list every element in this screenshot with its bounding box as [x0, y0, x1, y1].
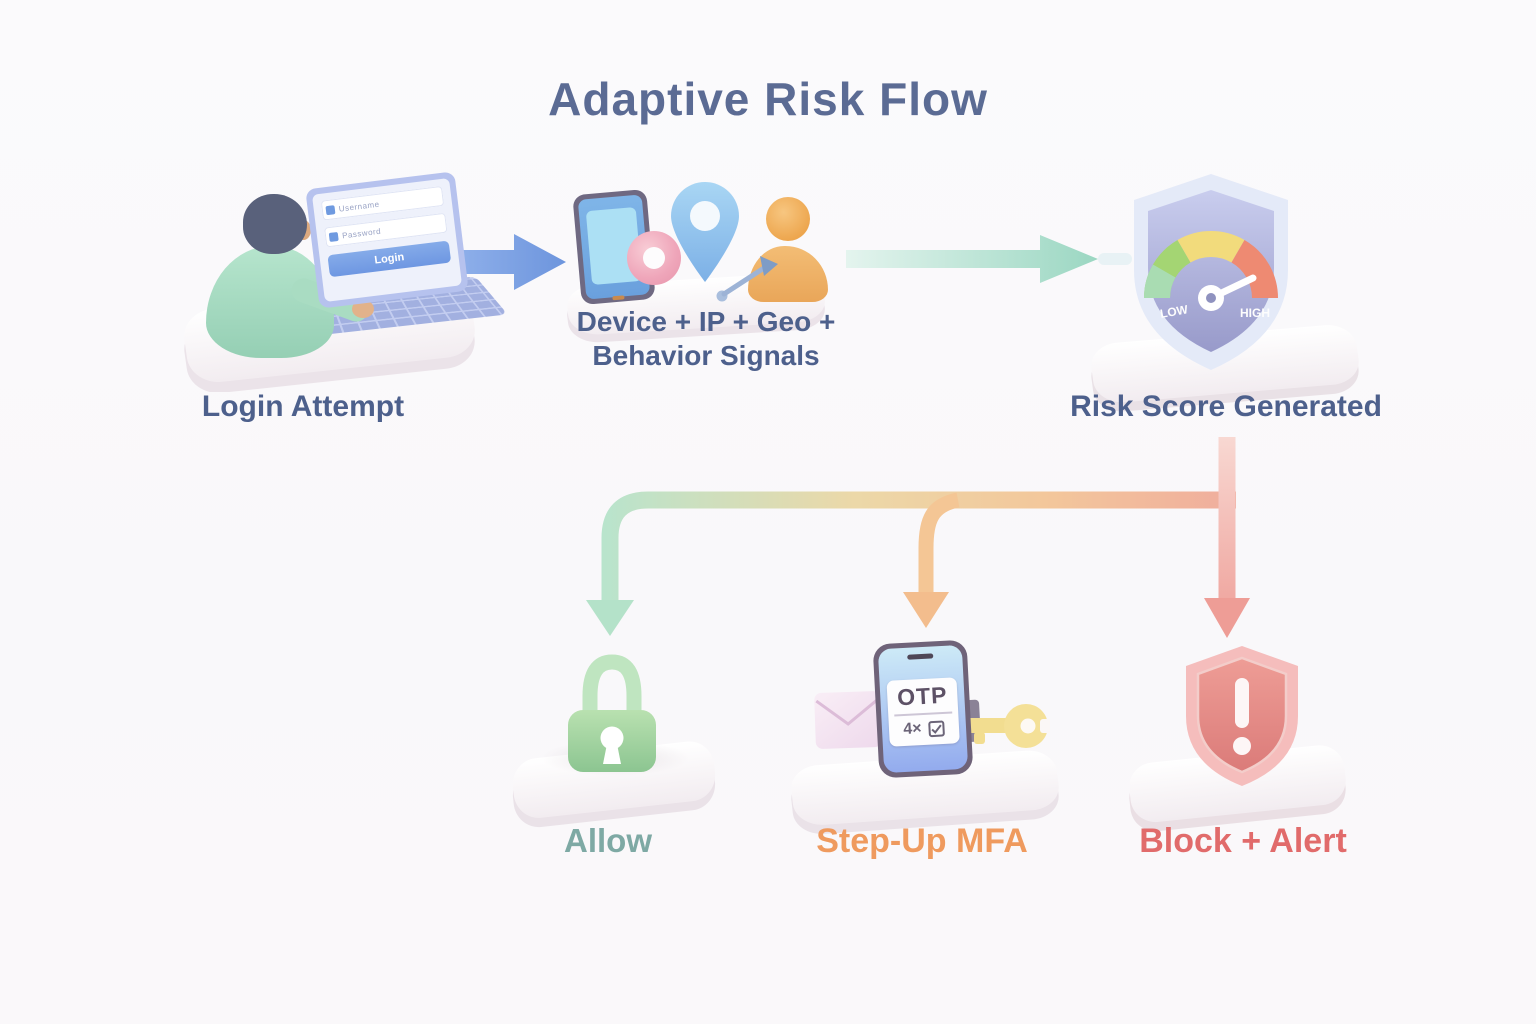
- user-icon: [325, 204, 336, 215]
- lock-field-icon: [328, 231, 339, 242]
- block-alert-label: Block + Alert: [1139, 822, 1347, 860]
- otp-card: OTP 4×: [886, 677, 960, 747]
- username-field-label: Username: [338, 199, 380, 214]
- allow-label: Allow: [564, 822, 652, 859]
- allow-lock-icon: [568, 654, 656, 772]
- alert-shield-icon: [1186, 646, 1298, 786]
- arrow-down-green-icon: [586, 600, 634, 636]
- user-figure-head: [243, 194, 307, 254]
- user-figure-hand: [352, 300, 374, 318]
- risk-gauge-shield-icon: LOW HIGH: [1134, 174, 1288, 370]
- step-up-mfa-label: Step-Up MFA: [816, 822, 1028, 860]
- password-field-label: Password: [341, 226, 382, 240]
- otp-count: 4×: [902, 720, 923, 739]
- arrow-right-blue-icon: [426, 234, 566, 290]
- login-button: Login: [327, 240, 452, 278]
- login-form: Username Password Login: [311, 177, 463, 303]
- otp-title: OTP: [896, 681, 949, 711]
- ip-ring-icon: [627, 231, 681, 285]
- behavior-person-head: [766, 197, 810, 241]
- otp-divider: [894, 711, 953, 717]
- arrow-down-orange-icon: [903, 592, 949, 628]
- risk-score-label: Risk Score Generated: [1070, 390, 1382, 423]
- geo-pin-icon: [671, 182, 739, 282]
- signals-label-line2: Behavior Signals: [592, 340, 820, 371]
- envelope-icon: [814, 690, 882, 750]
- checkbox-icon: [927, 720, 945, 737]
- otp-code-row: 4×: [889, 718, 960, 740]
- arrow-right-teal-icon: [846, 235, 1098, 283]
- gauge-high-label: HIGH: [1240, 306, 1270, 320]
- gauge-low-label: LOW: [1159, 302, 1190, 321]
- signals-label-line1: Device + IP + Geo +: [576, 306, 836, 337]
- login-attempt-label: Login Attempt: [201, 390, 405, 423]
- arrow-down-red-icon: [1204, 598, 1250, 638]
- phone-notch: [907, 653, 934, 660]
- cursor-icon: [716, 256, 778, 302]
- laptop-illustration: Username Password Login: [305, 171, 469, 309]
- diagram-title: Adaptive Risk Flow: [548, 73, 988, 125]
- otp-phone-icon: OTP 4×: [872, 639, 974, 779]
- otp-phone-screen: OTP 4×: [877, 644, 969, 774]
- risk-gauge: LOW HIGH: [1143, 230, 1279, 321]
